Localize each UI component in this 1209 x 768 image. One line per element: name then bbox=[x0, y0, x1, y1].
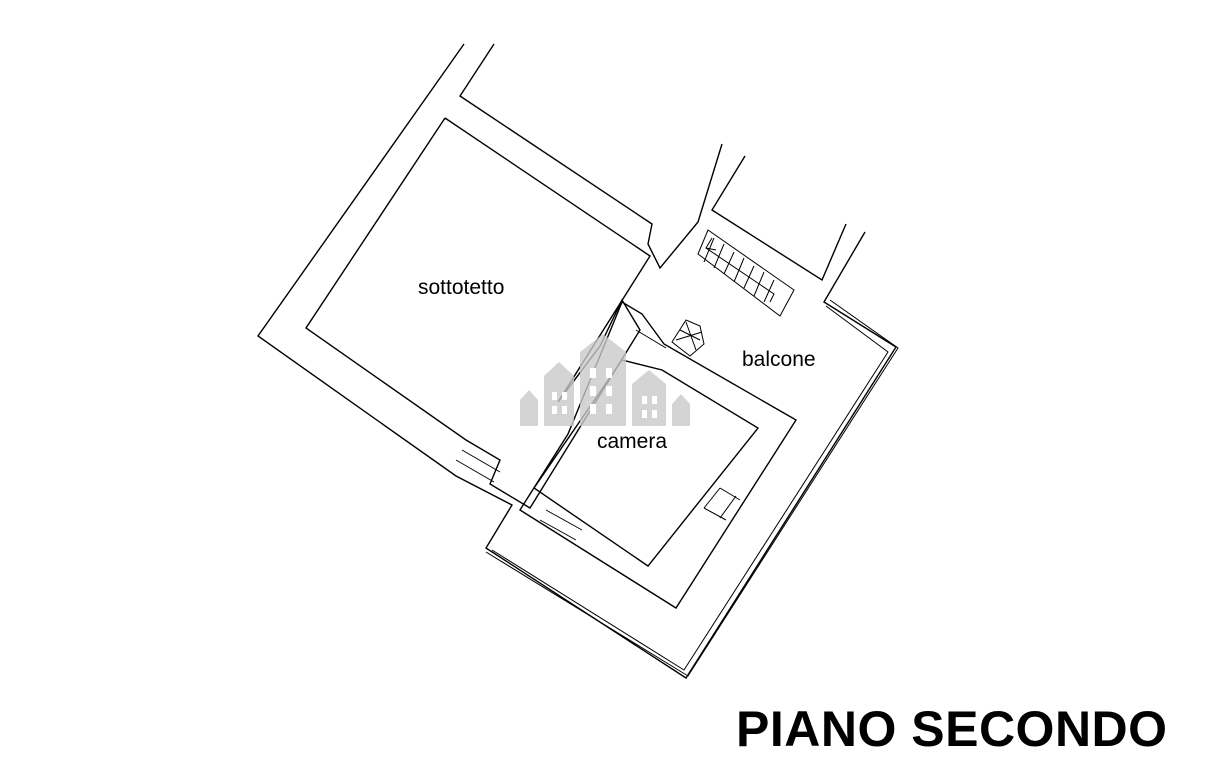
building-logo-icon bbox=[520, 334, 690, 426]
stair-wall bbox=[711, 155, 847, 282]
room-label-camera: camera bbox=[597, 430, 668, 453]
room-label-balcone: balcone bbox=[742, 348, 816, 371]
balcony-railing-outer bbox=[485, 299, 899, 677]
upper-wall-stub bbox=[459, 43, 723, 270]
balcony-railing bbox=[491, 305, 889, 671]
camera-inner-wall bbox=[533, 359, 760, 567]
small-staircase bbox=[671, 319, 705, 357]
camera-outer-wall bbox=[519, 300, 797, 609]
room-label-sottotetto: sottotetto bbox=[418, 276, 505, 299]
door-openings bbox=[455, 329, 741, 541]
main-staircase bbox=[697, 229, 795, 317]
outer-wall bbox=[257, 43, 897, 679]
floor-title: PIANO SECONDO bbox=[736, 701, 1168, 757]
